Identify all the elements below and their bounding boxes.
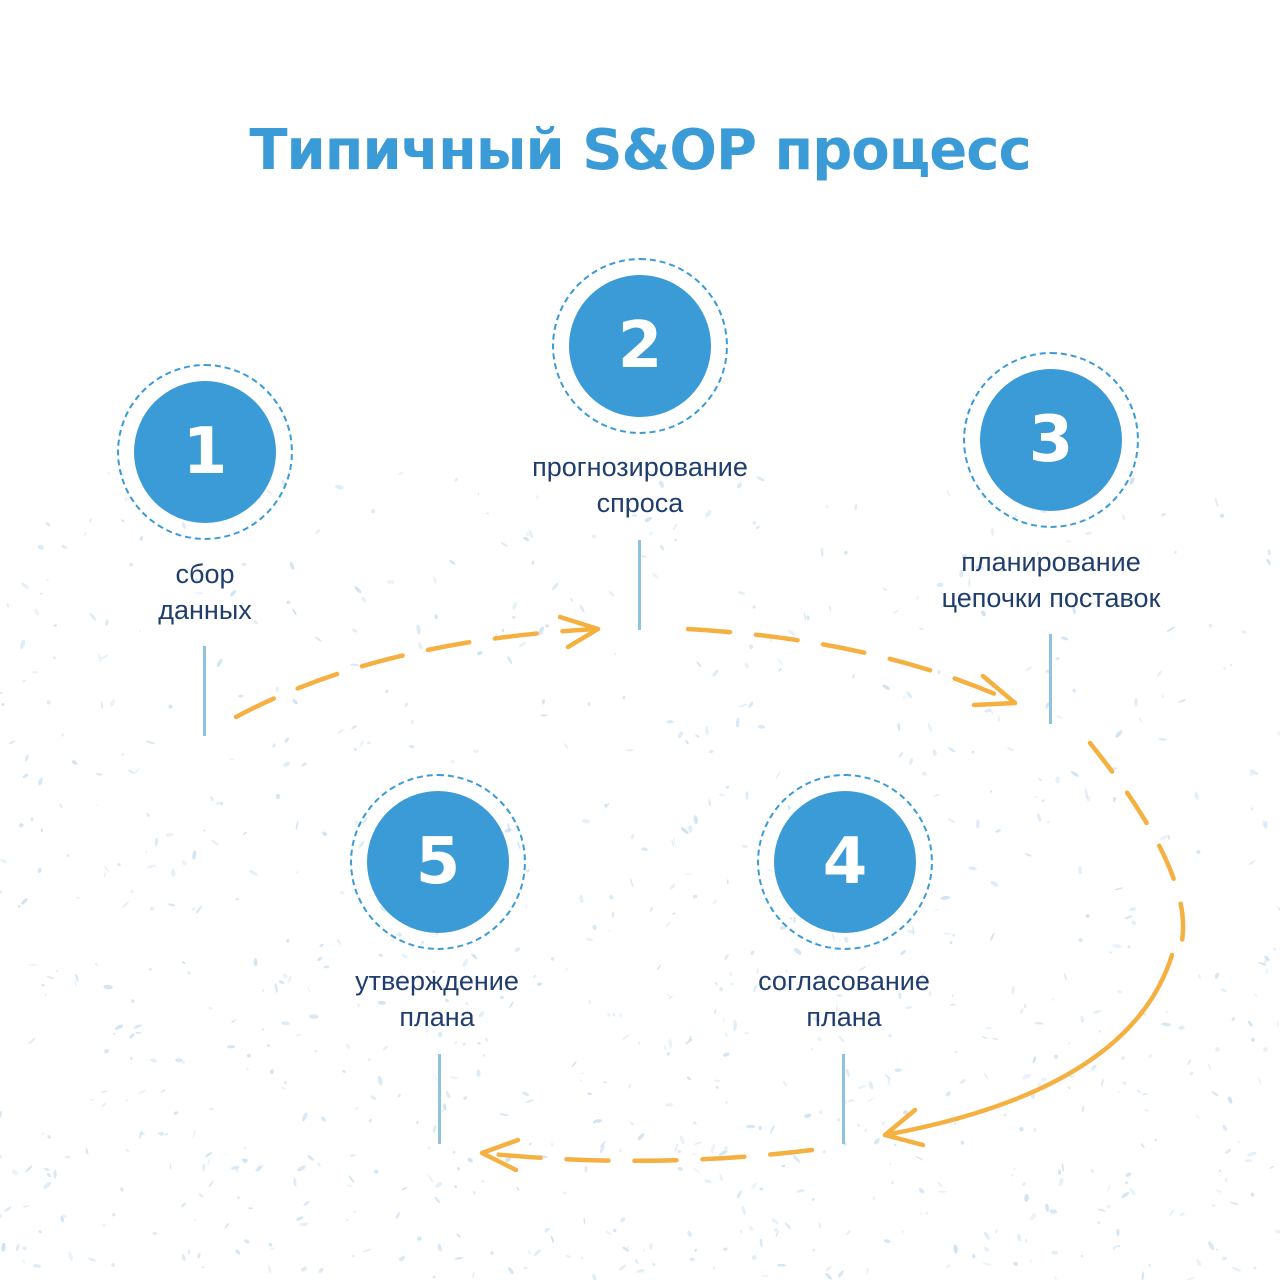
step-2-dashed-ring — [552, 258, 728, 434]
step-1-label-line-1: сбор — [175, 559, 235, 589]
step-3-label-line-1: планирование — [961, 547, 1141, 577]
step-3-label-line-2: цепочки поставок — [941, 583, 1161, 613]
step-3-label: планирование цепочки поставок — [891, 544, 1211, 616]
step-2-number-circle: 2 — [569, 275, 711, 417]
step-4-label-line-2: плана — [806, 1002, 882, 1032]
step-4-label-line-1: согласование — [758, 966, 930, 996]
step-2-label-line-1: прогнозирование — [532, 452, 748, 482]
step-2-label: прогнозирование спроса — [480, 449, 800, 521]
step-3-dashed-ring — [963, 352, 1139, 528]
step-3-connector-line — [1049, 634, 1052, 724]
step-1-label: сбор данных — [45, 556, 365, 628]
step-5-label: утверждение плана — [277, 963, 597, 1035]
step-4-dashed-ring — [757, 774, 933, 950]
step-5-number-circle: 5 — [367, 791, 509, 933]
step-1-number-circle: 1 — [134, 381, 276, 523]
step-4-connector-line — [842, 1054, 845, 1144]
step-4-label: согласование плана — [684, 963, 1004, 1035]
step-1-label-line-2: данных — [158, 595, 252, 625]
step-5-dashed-ring — [350, 774, 526, 950]
page-title: Типичный S&OP процесс — [249, 118, 1031, 183]
step-3-number-circle: 3 — [980, 369, 1122, 511]
step-1-connector-line — [203, 646, 206, 736]
step-5-label-line-1: утверждение — [355, 966, 519, 996]
step-1-dashed-ring — [117, 364, 293, 540]
step-2-label-line-2: спроса — [596, 488, 684, 518]
step-5-label-line-2: плана — [399, 1002, 475, 1032]
step-5-connector-line — [438, 1054, 441, 1144]
step-4-number-circle: 4 — [774, 791, 916, 933]
step-2-connector-line — [638, 540, 641, 630]
